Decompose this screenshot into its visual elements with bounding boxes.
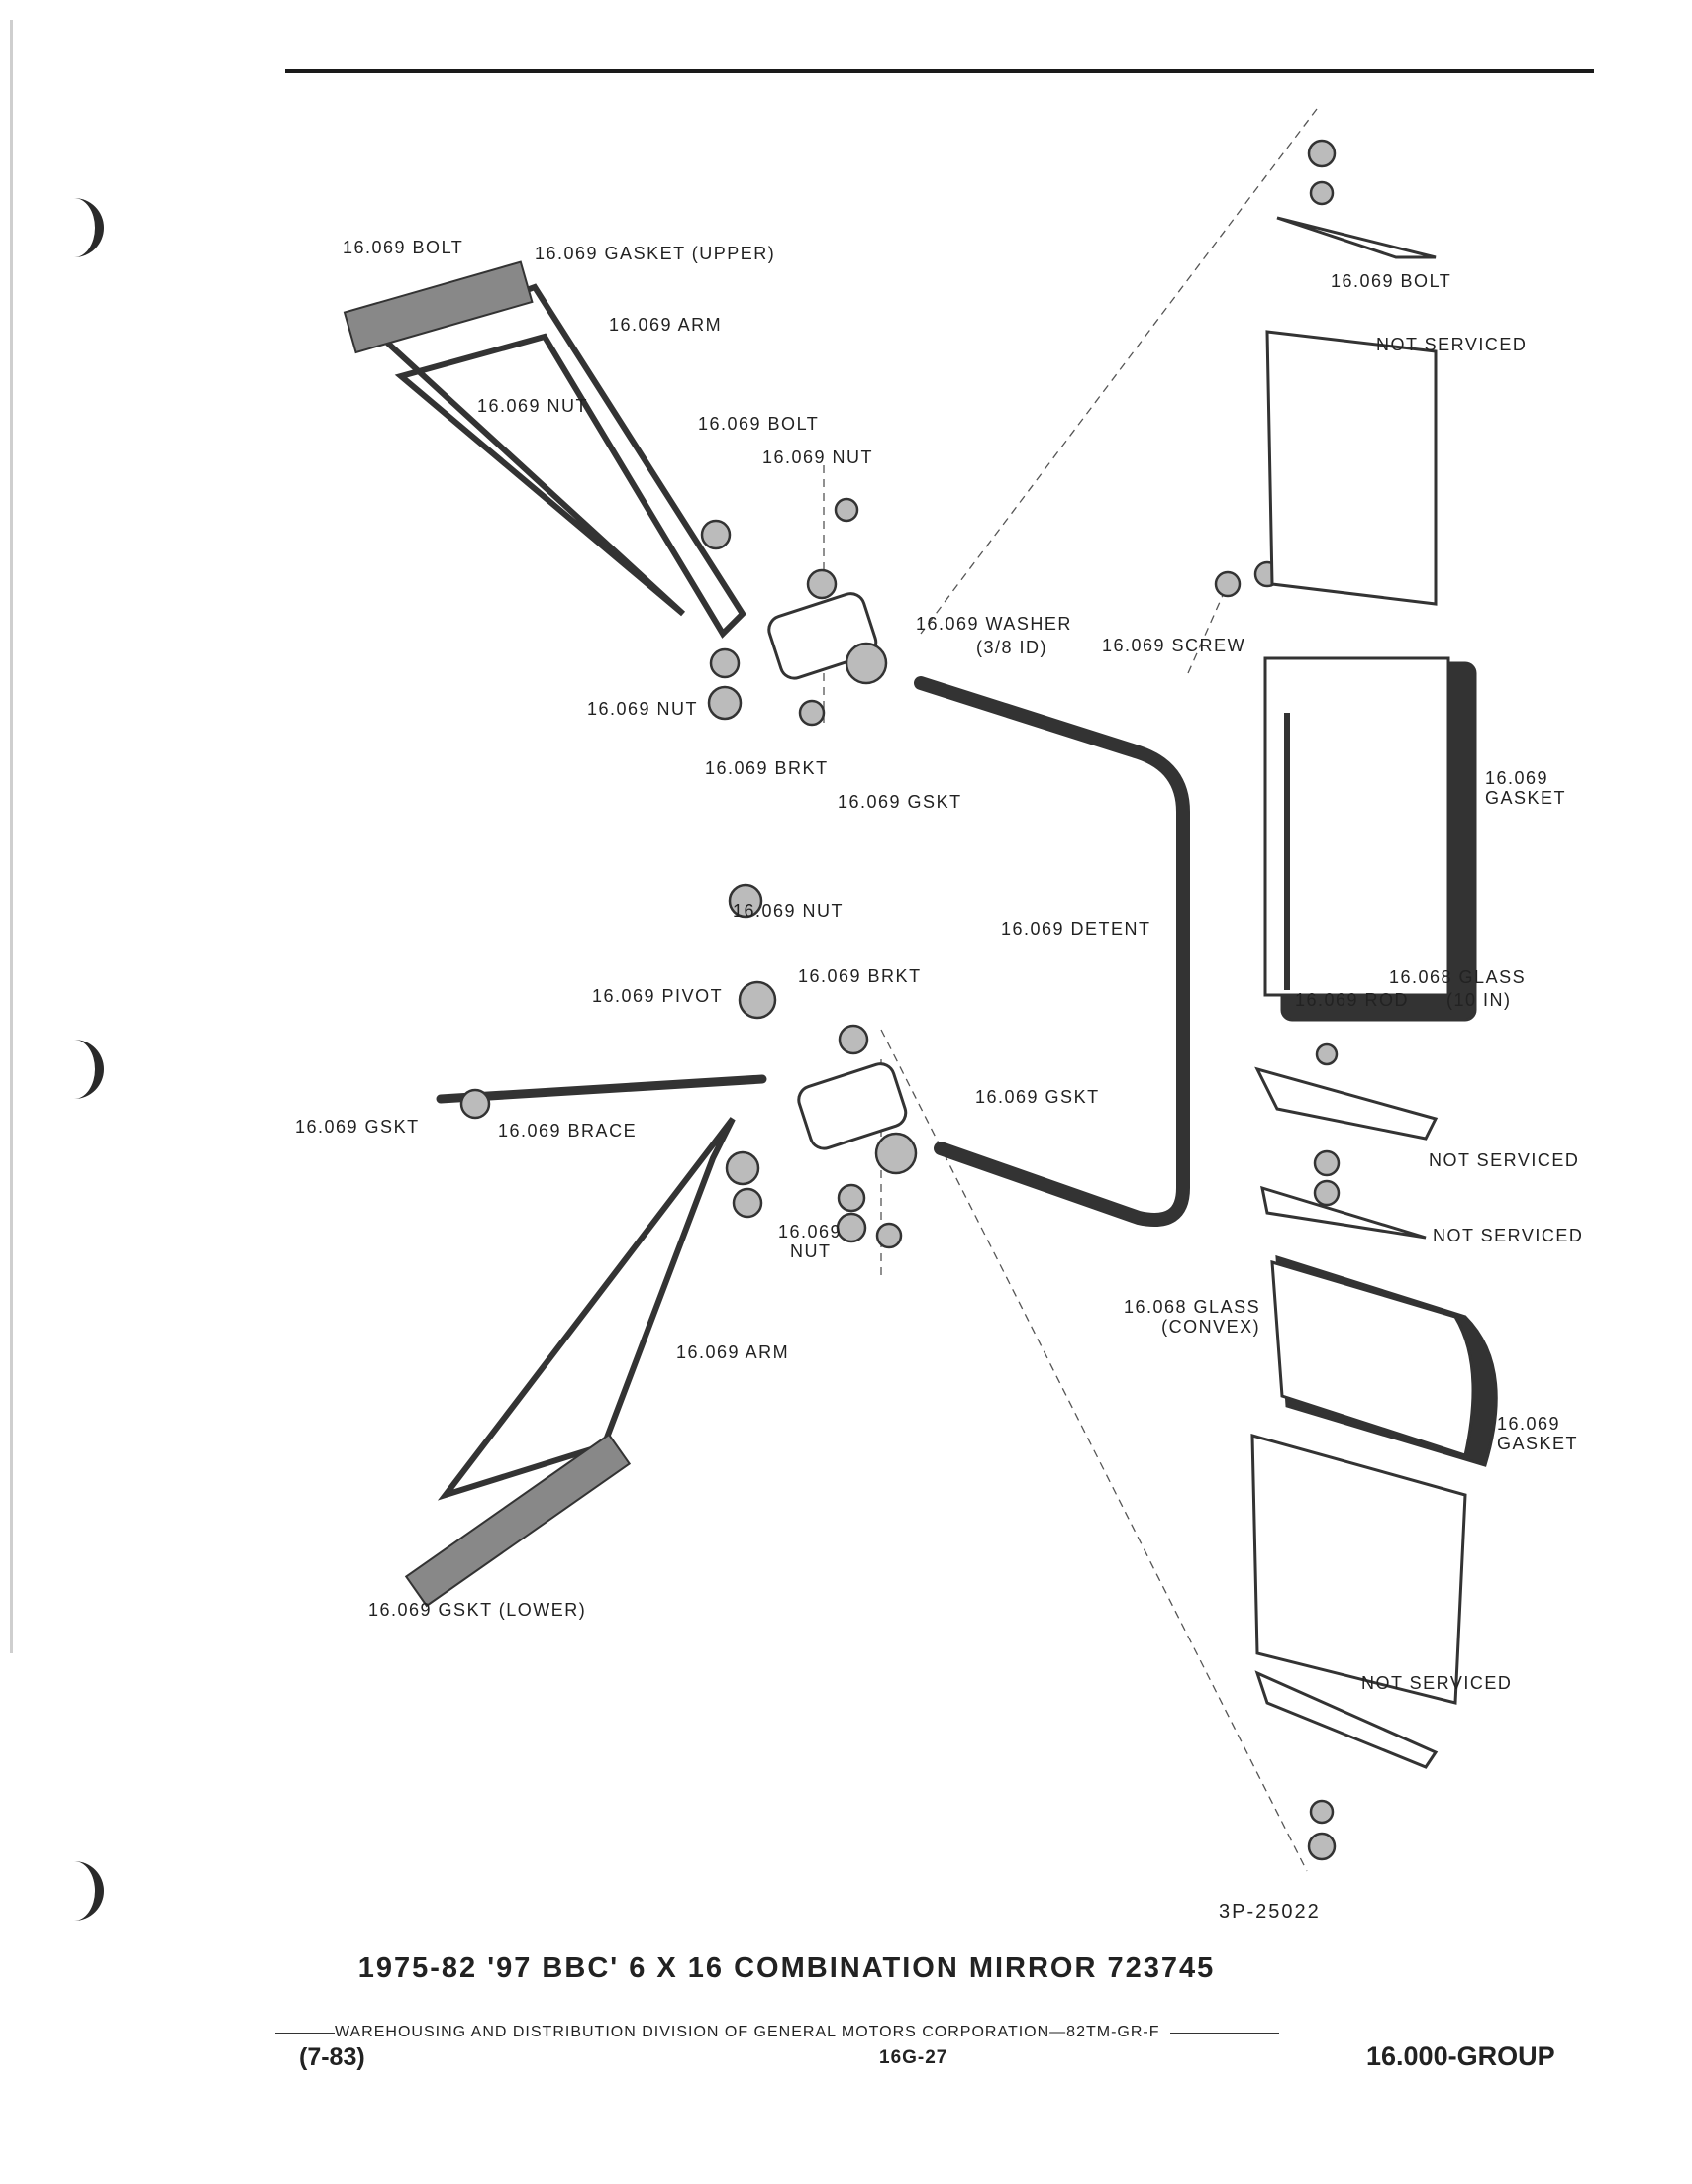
- label-lower-nut2-line1: 16.069: [778, 1222, 843, 1241]
- mirror-assembly: [1250, 216, 1498, 1769]
- lower-gasket-strip: [404, 1433, 632, 1608]
- label-washer: 16.069 WASHER: [916, 614, 1072, 634]
- label-screw: 16.069 SCREW: [1102, 636, 1246, 655]
- label-mirror-bolt: 16.069 BOLT: [1331, 271, 1452, 291]
- label-glass-convex: 16.068 GLASS(CONVEX): [1124, 1297, 1260, 1337]
- small-hardware: [459, 139, 1341, 1861]
- binder-edge: [10, 20, 13, 1653]
- label-upper-bracket: 16.069 BRKT: [705, 758, 829, 778]
- label-lower-nut: 16.069 NUT: [733, 901, 845, 921]
- label-washer-line1: 16.069 WASHER: [916, 614, 1072, 634]
- label-upper-nut: 16.069 NUT: [477, 396, 589, 416]
- binder-hole-middle: [69, 1040, 104, 1099]
- label-convex-gasket-line1: 16.069: [1497, 1414, 1561, 1434]
- label-glass-gasket-line2: GASKET: [1485, 788, 1567, 808]
- label-detent: 16.069 DETENT: [1001, 919, 1151, 939]
- label-glass-convex-line1: 16.068 GLASS: [1124, 1297, 1261, 1317]
- upper-arm: [380, 283, 746, 639]
- illustration-ref-code: 3P-25022: [1219, 1901, 1321, 1923]
- label-gskt-lower: 16.069 GSKT (LOWER): [368, 1600, 587, 1620]
- label-not-serviced-2: NOT SERVICED: [1429, 1150, 1580, 1170]
- leader-lines: [823, 108, 1318, 1872]
- footer-group: 16.000-GROUP: [1366, 2041, 1555, 2071]
- label-upper-bolt: 16.069 BOLT: [343, 238, 464, 257]
- binder-hole-top: [69, 198, 104, 257]
- label-washer-size: (3/8 ID): [976, 638, 1048, 657]
- label-lower-nut2-line2: NUT: [790, 1241, 832, 1261]
- label-bracket-nut: 16.069 NUT: [762, 447, 874, 467]
- brace: [436, 1074, 767, 1104]
- label-rod: 16.069 ROD: [1295, 990, 1410, 1010]
- footer-page-number: 16G-27: [879, 2047, 948, 2068]
- binder-hole-bottom: [69, 1861, 104, 1921]
- footer-date: (7-83): [299, 2043, 365, 2071]
- page-title: 1975-82 '97 BBC' 6 X 16 COMBINATION MIRR…: [357, 1952, 1216, 1984]
- label-not-serviced-1: NOT SERVICED: [1376, 335, 1528, 354]
- label-bracket-bolt: 16.069 BOLT: [698, 414, 820, 434]
- label-glass-10in: 16.068 GLASS: [1389, 967, 1527, 987]
- brackets: [767, 592, 908, 1150]
- footer-rule-right: [1169, 2032, 1279, 2034]
- footer-division-line: WAREHOUSING AND DISTRIBUTION DIVISION OF…: [275, 2024, 1557, 2041]
- label-lower-gskt: 16.069 GSKT: [975, 1087, 1100, 1107]
- label-glass-gasket-line1: 16.069: [1485, 768, 1549, 788]
- label-upper-arm: 16.069 ARM: [609, 315, 723, 335]
- label-not-serviced-4: NOT SERVICED: [1361, 1673, 1513, 1693]
- label-upper-gskt: 16.069 GSKT: [838, 792, 962, 812]
- footer-rule-left: [275, 2032, 335, 2034]
- lower-arm: [437, 1117, 736, 1501]
- label-pivot: 16.069 PIVOT: [592, 986, 724, 1006]
- footer-division-text: WAREHOUSING AND DISTRIBUTION DIVISION OF…: [335, 2024, 1160, 2040]
- label-brace-gskt: 16.069 GSKT: [295, 1117, 420, 1137]
- label-lower-arm: 16.069 ARM: [676, 1342, 790, 1362]
- label-gasket-upper: 16.069 GASKET (UPPER): [535, 244, 776, 263]
- label-glass-convex-line2: (CONVEX): [1161, 1317, 1261, 1337]
- detent-rod: [914, 676, 1190, 1227]
- label-not-serviced-3: NOT SERVICED: [1433, 1226, 1584, 1245]
- label-lower-bracket: 16.069 BRKT: [798, 966, 922, 986]
- label-upper-cap-nut: 16.069 NUT: [587, 699, 699, 719]
- label-convex-gasket-line2: GASKET: [1497, 1434, 1579, 1453]
- label-brace: 16.069 BRACE: [498, 1121, 638, 1141]
- label-glass-10in-size: (10 IN): [1446, 990, 1512, 1010]
- upper-gasket-strip: [343, 260, 534, 354]
- top-rule: [285, 69, 1594, 73]
